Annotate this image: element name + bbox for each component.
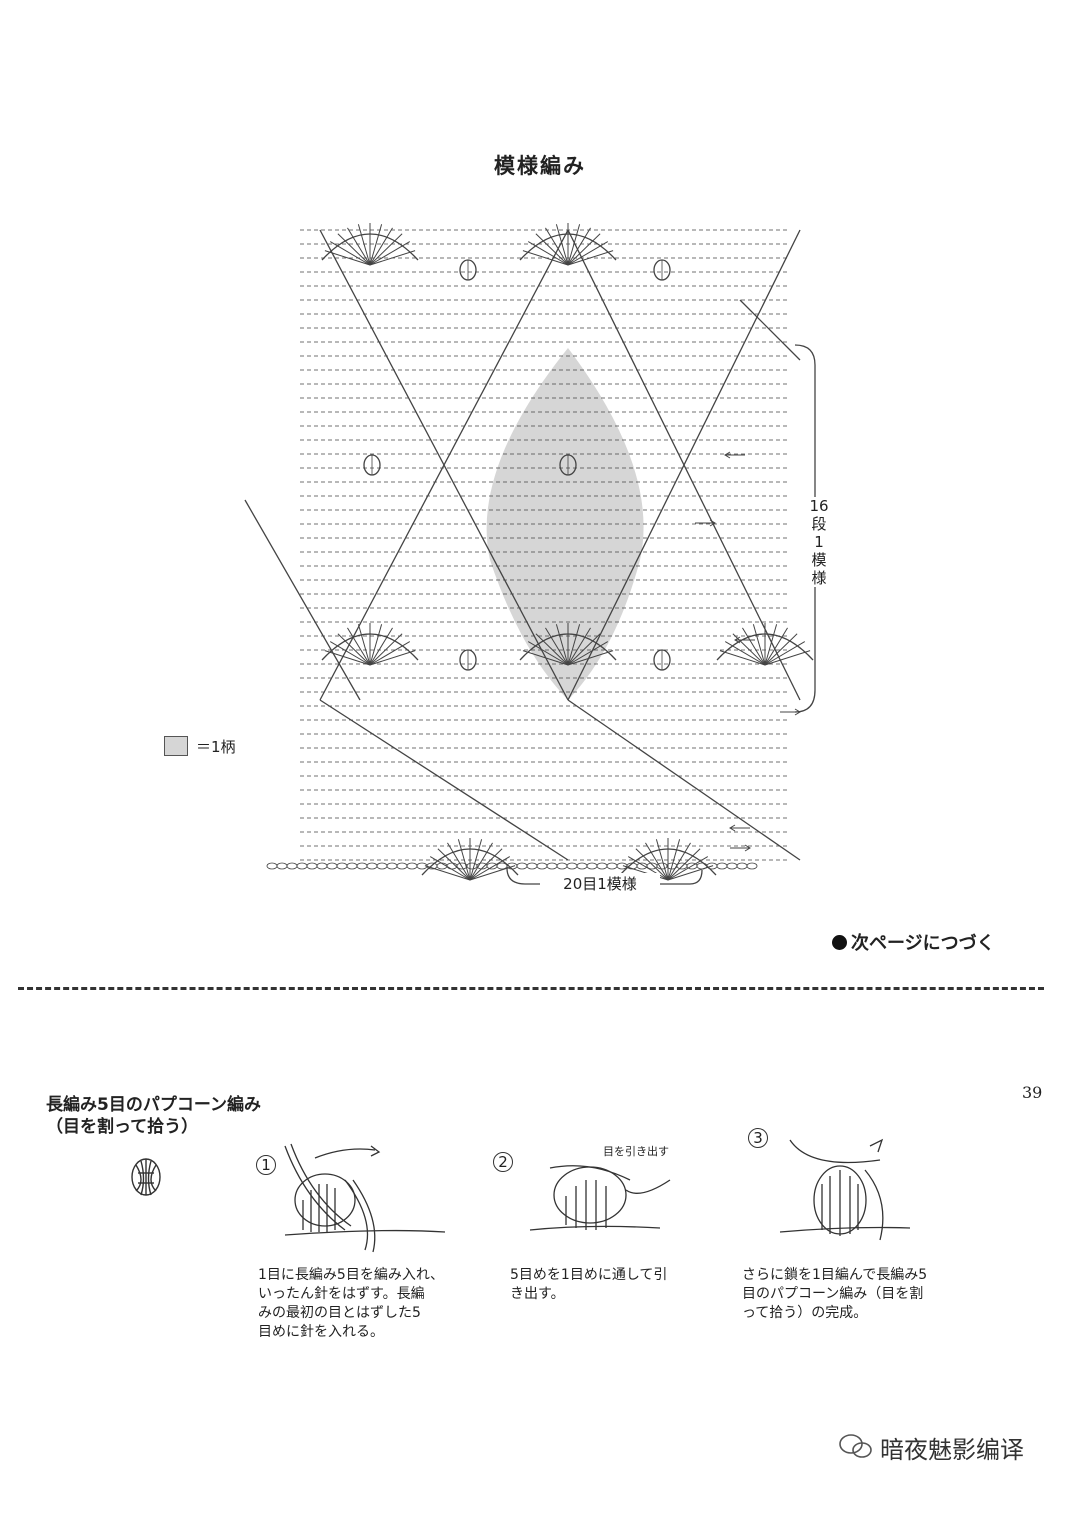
step-3-illustration bbox=[779, 1138, 911, 1241]
continue-note: 次ページにつづく bbox=[832, 929, 995, 955]
crochet-chart bbox=[244, 223, 816, 885]
stitch-repeat-label: 20目1模様 bbox=[540, 873, 660, 894]
step-3-number: 3 bbox=[748, 1128, 768, 1148]
continue-note-text: 次ページにつづく bbox=[851, 933, 995, 954]
chart-title: 模様編み bbox=[494, 154, 586, 178]
divider bbox=[18, 987, 1044, 990]
step-2-text: 5目めを1目めに通して引 き出す。 bbox=[510, 1267, 668, 1302]
technique-title: 長編み5目のパプコーン編み （目を割って拾う） bbox=[46, 1095, 261, 1137]
popcorn-stitch-symbol-icon bbox=[131, 1158, 161, 1196]
step-1-text: 1目に長編み5目を編み入れ、 いったん針をはずす。長編 みの最初の目とはずした5… bbox=[258, 1267, 444, 1340]
step-2-illustration bbox=[529, 1165, 671, 1231]
step-1-number: 1 bbox=[256, 1155, 276, 1175]
row-repeat-label: 16 段 1 模 様 bbox=[805, 497, 833, 587]
page-number: 39 bbox=[1022, 1083, 1043, 1102]
step-3-text: さらに鎖を1目編んで長編み5 目のパプコーン編み（目を割 って拾う）の完成。 bbox=[742, 1267, 928, 1321]
legend-label: ＝1柄 bbox=[196, 738, 236, 756]
step-1-illustration bbox=[284, 1143, 446, 1253]
step-2-annotation: 目を引き出す bbox=[603, 1145, 669, 1158]
step-2-number: 2 bbox=[493, 1152, 513, 1172]
wechat-icon bbox=[839, 1434, 872, 1458]
bullet-icon bbox=[832, 935, 847, 950]
legend-swatch bbox=[164, 736, 188, 756]
watermark: 暗夜魅影编译 bbox=[880, 1436, 1024, 1464]
